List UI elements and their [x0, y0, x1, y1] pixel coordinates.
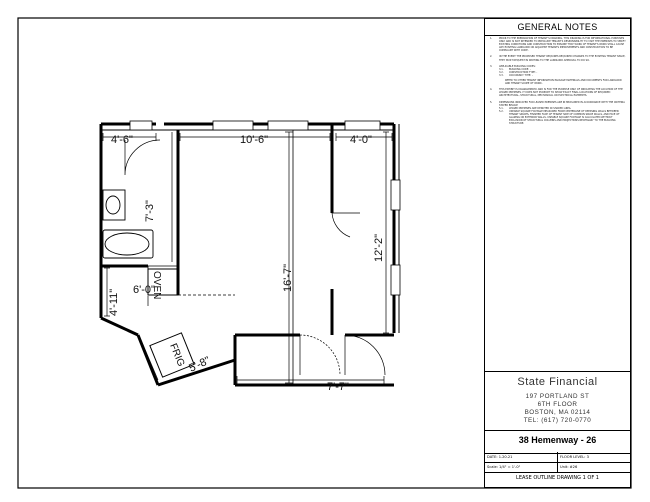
info-row-scale: Scale: 1/4" = 1'-0" Unit: #26: [485, 462, 630, 473]
subitem-number: 5.1.: [499, 106, 504, 110]
note-item: 4. THIS EXHIBIT IS DIAGRAMMATIC AND IS F…: [490, 88, 626, 97]
dim-left-vert: 4'-11": [108, 289, 120, 316]
oven-label: OVEN: [151, 271, 162, 299]
general-notes-heading: GENERAL NOTES: [485, 19, 630, 36]
note-followup: REFER TO OTHER TENANT INFORMATION PACKAG…: [505, 79, 622, 86]
subitem-text: USEABLE SQUARE FOOTAGE MEASURED FROM CEN…: [509, 109, 620, 126]
fridge-label: FRIG: [167, 342, 186, 368]
note-subitem: 5.2. USEABLE SQUARE FOOTAGE MEASURED FRO…: [499, 110, 626, 125]
subitem-number: 3.3.: [499, 73, 504, 77]
floor-level-field: FLOOR LEVEL: 3: [560, 455, 589, 459]
note-number: 2.: [490, 55, 493, 59]
windows: [129, 120, 401, 296]
unit-field: Unit: #26: [560, 465, 578, 469]
note-subitem: 3.2. CONSTRUCTION TYPE: -: [499, 71, 626, 74]
note-subitem: 3.1. BUILDING CODE: -: [499, 68, 626, 71]
general-notes-list: 1. PRIOR TO THE PREPARATION OF TENANT'S …: [490, 37, 626, 377]
note-text: THIS EXHIBIT IS DIAGRAMMATIC AND IS FOR …: [499, 88, 623, 98]
note-number: 1.: [490, 37, 493, 40]
note-number: 4.: [490, 88, 493, 92]
company-name: State Financial: [517, 376, 598, 388]
company-block: State Financial 197 PORTLAND ST 6TH FLOO…: [485, 371, 630, 451]
note-item: 5. DIMENSIONS INDICATED FOR LEASED PREMI…: [490, 101, 626, 126]
subitem-text: OCCUPANCY TYPE: -: [509, 73, 533, 77]
project-block: 38 Hemenway - 26: [485, 430, 630, 454]
oven-outline: [147, 268, 179, 296]
subitem-text: CONSTRUCTION TYPE: -: [509, 70, 538, 74]
dim-top-mid: 10'-6": [240, 134, 268, 146]
dim-right-vert: 12'-2": [373, 234, 385, 262]
sheet-caption: LEASE OUTLINE DRAWING 1 OF 1: [516, 475, 599, 481]
door-swings: [299, 212, 386, 376]
subitem-text: BUILDING CODE: -: [509, 67, 531, 71]
note-number: 5.: [490, 100, 493, 104]
note-subitem: 3.3. OCCUPANCY TYPE: -: [499, 74, 626, 77]
note-item: 3. APPLICABLE BUILDING CODES: 3.1. BUILD…: [490, 65, 626, 86]
dim-bath-vert: 7'-3": [144, 200, 156, 222]
address-line: TEL: (617) 720-0770: [523, 417, 592, 424]
walls: [99, 122, 400, 387]
dim-top-left: 4'-6": [111, 134, 133, 146]
note-item: 2. IN THE EVENT THE PROPOSED TENANT REQU…: [490, 55, 626, 61]
dim-kitchen-mid: 6'-0": [133, 284, 155, 296]
note-text: IN THE EVENT THE PROPOSED TENANT REQUIRE…: [499, 55, 626, 62]
bath-fixtures: [102, 139, 161, 259]
subitem-text: LEASED PREMISES ARE DENOTED IN SHADED AR…: [509, 106, 572, 110]
subitem-number: 3.1.: [499, 67, 504, 71]
note-subitem: 5.1. LEASED PREMISES ARE DENOTED IN SHAD…: [499, 107, 626, 110]
address-line: BOSTON, MA 02114: [524, 409, 591, 416]
note-item: 1. PRIOR TO THE PREPARATION OF TENANT'S …: [490, 37, 626, 52]
project-title: 38 Hemenway - 26: [518, 435, 597, 445]
dim-center-vert: 16'-7": [282, 264, 294, 292]
note-text: DIMENSIONS INDICATED FOR LEASED PREMISES…: [499, 100, 625, 107]
dim-top-right: 4'-0": [350, 134, 372, 146]
subitem-number: 5.2.: [499, 109, 504, 113]
address-line: 197 PORTLAND ST: [525, 393, 590, 400]
title-block: GENERAL NOTES 1. PRIOR TO THE PREPARATIO…: [484, 18, 631, 488]
scale-field: Scale: 1/4" = 1'-0": [485, 462, 558, 472]
note-number: 3.: [490, 64, 493, 68]
address-line: 6TH FLOOR: [537, 401, 578, 408]
date-field: DATE: 1.20.21: [485, 452, 558, 462]
subitem-number: 3.2.: [499, 70, 504, 74]
note-text: PRIOR TO THE PREPARATION OF TENANT'S DRA…: [499, 37, 626, 53]
sheet-border: [17, 17, 632, 489]
fridge-outline: [149, 332, 195, 378]
dimension-lines: [102, 131, 393, 384]
dim-bottom: 7'-7": [327, 381, 349, 393]
note-text: APPLICABLE BUILDING CODES:: [499, 64, 536, 68]
